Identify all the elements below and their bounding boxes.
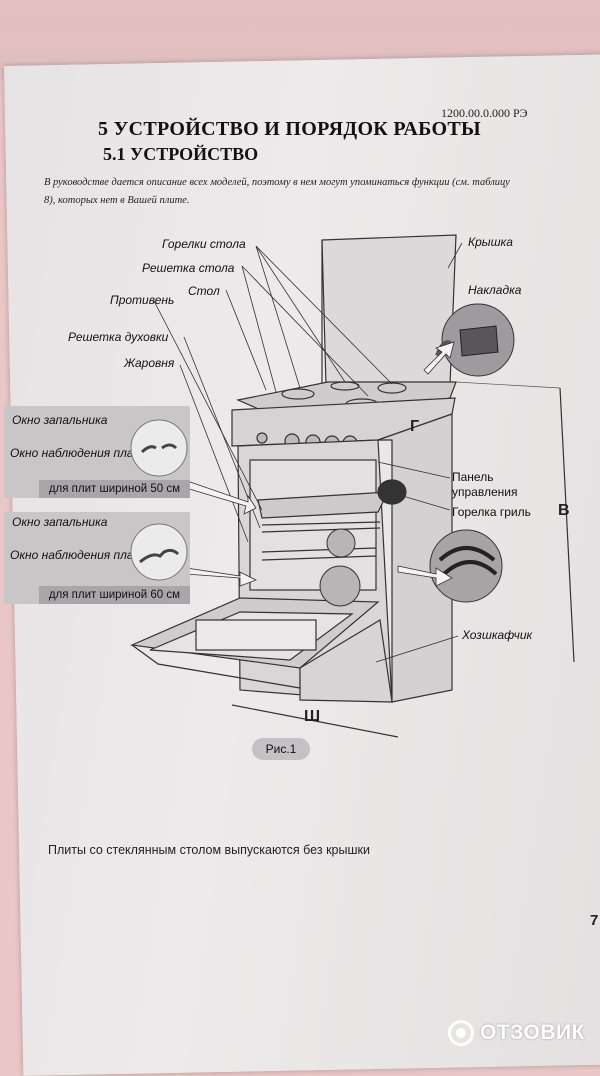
- inset-50-window-icon: [130, 419, 188, 477]
- dimension-sh: Ш: [304, 708, 321, 725]
- label-oven-grate: Решетка духовки: [68, 330, 169, 344]
- inset-50-flame-label: Окно наблюдения пламени: [10, 446, 162, 460]
- watermark: ОТЗОВИК: [448, 1020, 585, 1046]
- doc-number: 1200.00.0.000 РЭ: [441, 106, 528, 120]
- dimension-g: Г: [410, 418, 420, 435]
- label-lid: Крышка: [468, 235, 513, 249]
- label-grill-burner: Горелка гриль: [452, 505, 531, 519]
- label-burners: Горелки стола: [162, 237, 246, 251]
- label-roaster: Жаровня: [124, 356, 175, 370]
- section-title: 5 УСТРОЙСТВО И ПОРЯДОК РАБОТЫ: [98, 118, 481, 140]
- inset-60-window-icon: [130, 523, 188, 581]
- subsection-title: 5.1 УСТРОЙСТВО: [103, 144, 259, 164]
- dimension-v: В: [558, 502, 570, 519]
- page-number: 7: [590, 912, 599, 929]
- inset-50-caption: для плит шириной 50 см: [38, 480, 190, 498]
- label-table-grate: Решетка стола: [142, 261, 235, 275]
- footnote: Плиты со стеклянным столом выпускаются б…: [48, 843, 370, 857]
- inset-60-flame-label: Окно наблюдения пламени: [10, 548, 162, 562]
- label-control-panel: Панель управления: [452, 470, 518, 499]
- grill-detail: [429, 529, 503, 603]
- inset-50cm: Окно запальника Окно наблюдения пламени …: [4, 406, 190, 498]
- inset-60-caption: для плит шириной 60 см: [38, 586, 190, 604]
- inset-60-igniter-label: Окно запальника: [12, 515, 108, 529]
- watermark-logo-icon: [448, 1020, 474, 1046]
- watermark-text: ОТЗОВИК: [480, 1021, 585, 1044]
- label-overlay: Накладка: [468, 283, 522, 297]
- intro-text: В руководстве дается описание всех модел…: [44, 177, 510, 206]
- label-cabinet: Хозшкафчик: [462, 628, 533, 642]
- label-tray: Противень: [110, 293, 175, 307]
- inset-50-igniter-label: Окно запальника: [12, 413, 108, 427]
- inset-60cm: Окно запальника Окно наблюдения пламени …: [4, 512, 190, 604]
- figure-caption: Рис.1: [252, 738, 310, 760]
- label-table: Стол: [188, 284, 220, 298]
